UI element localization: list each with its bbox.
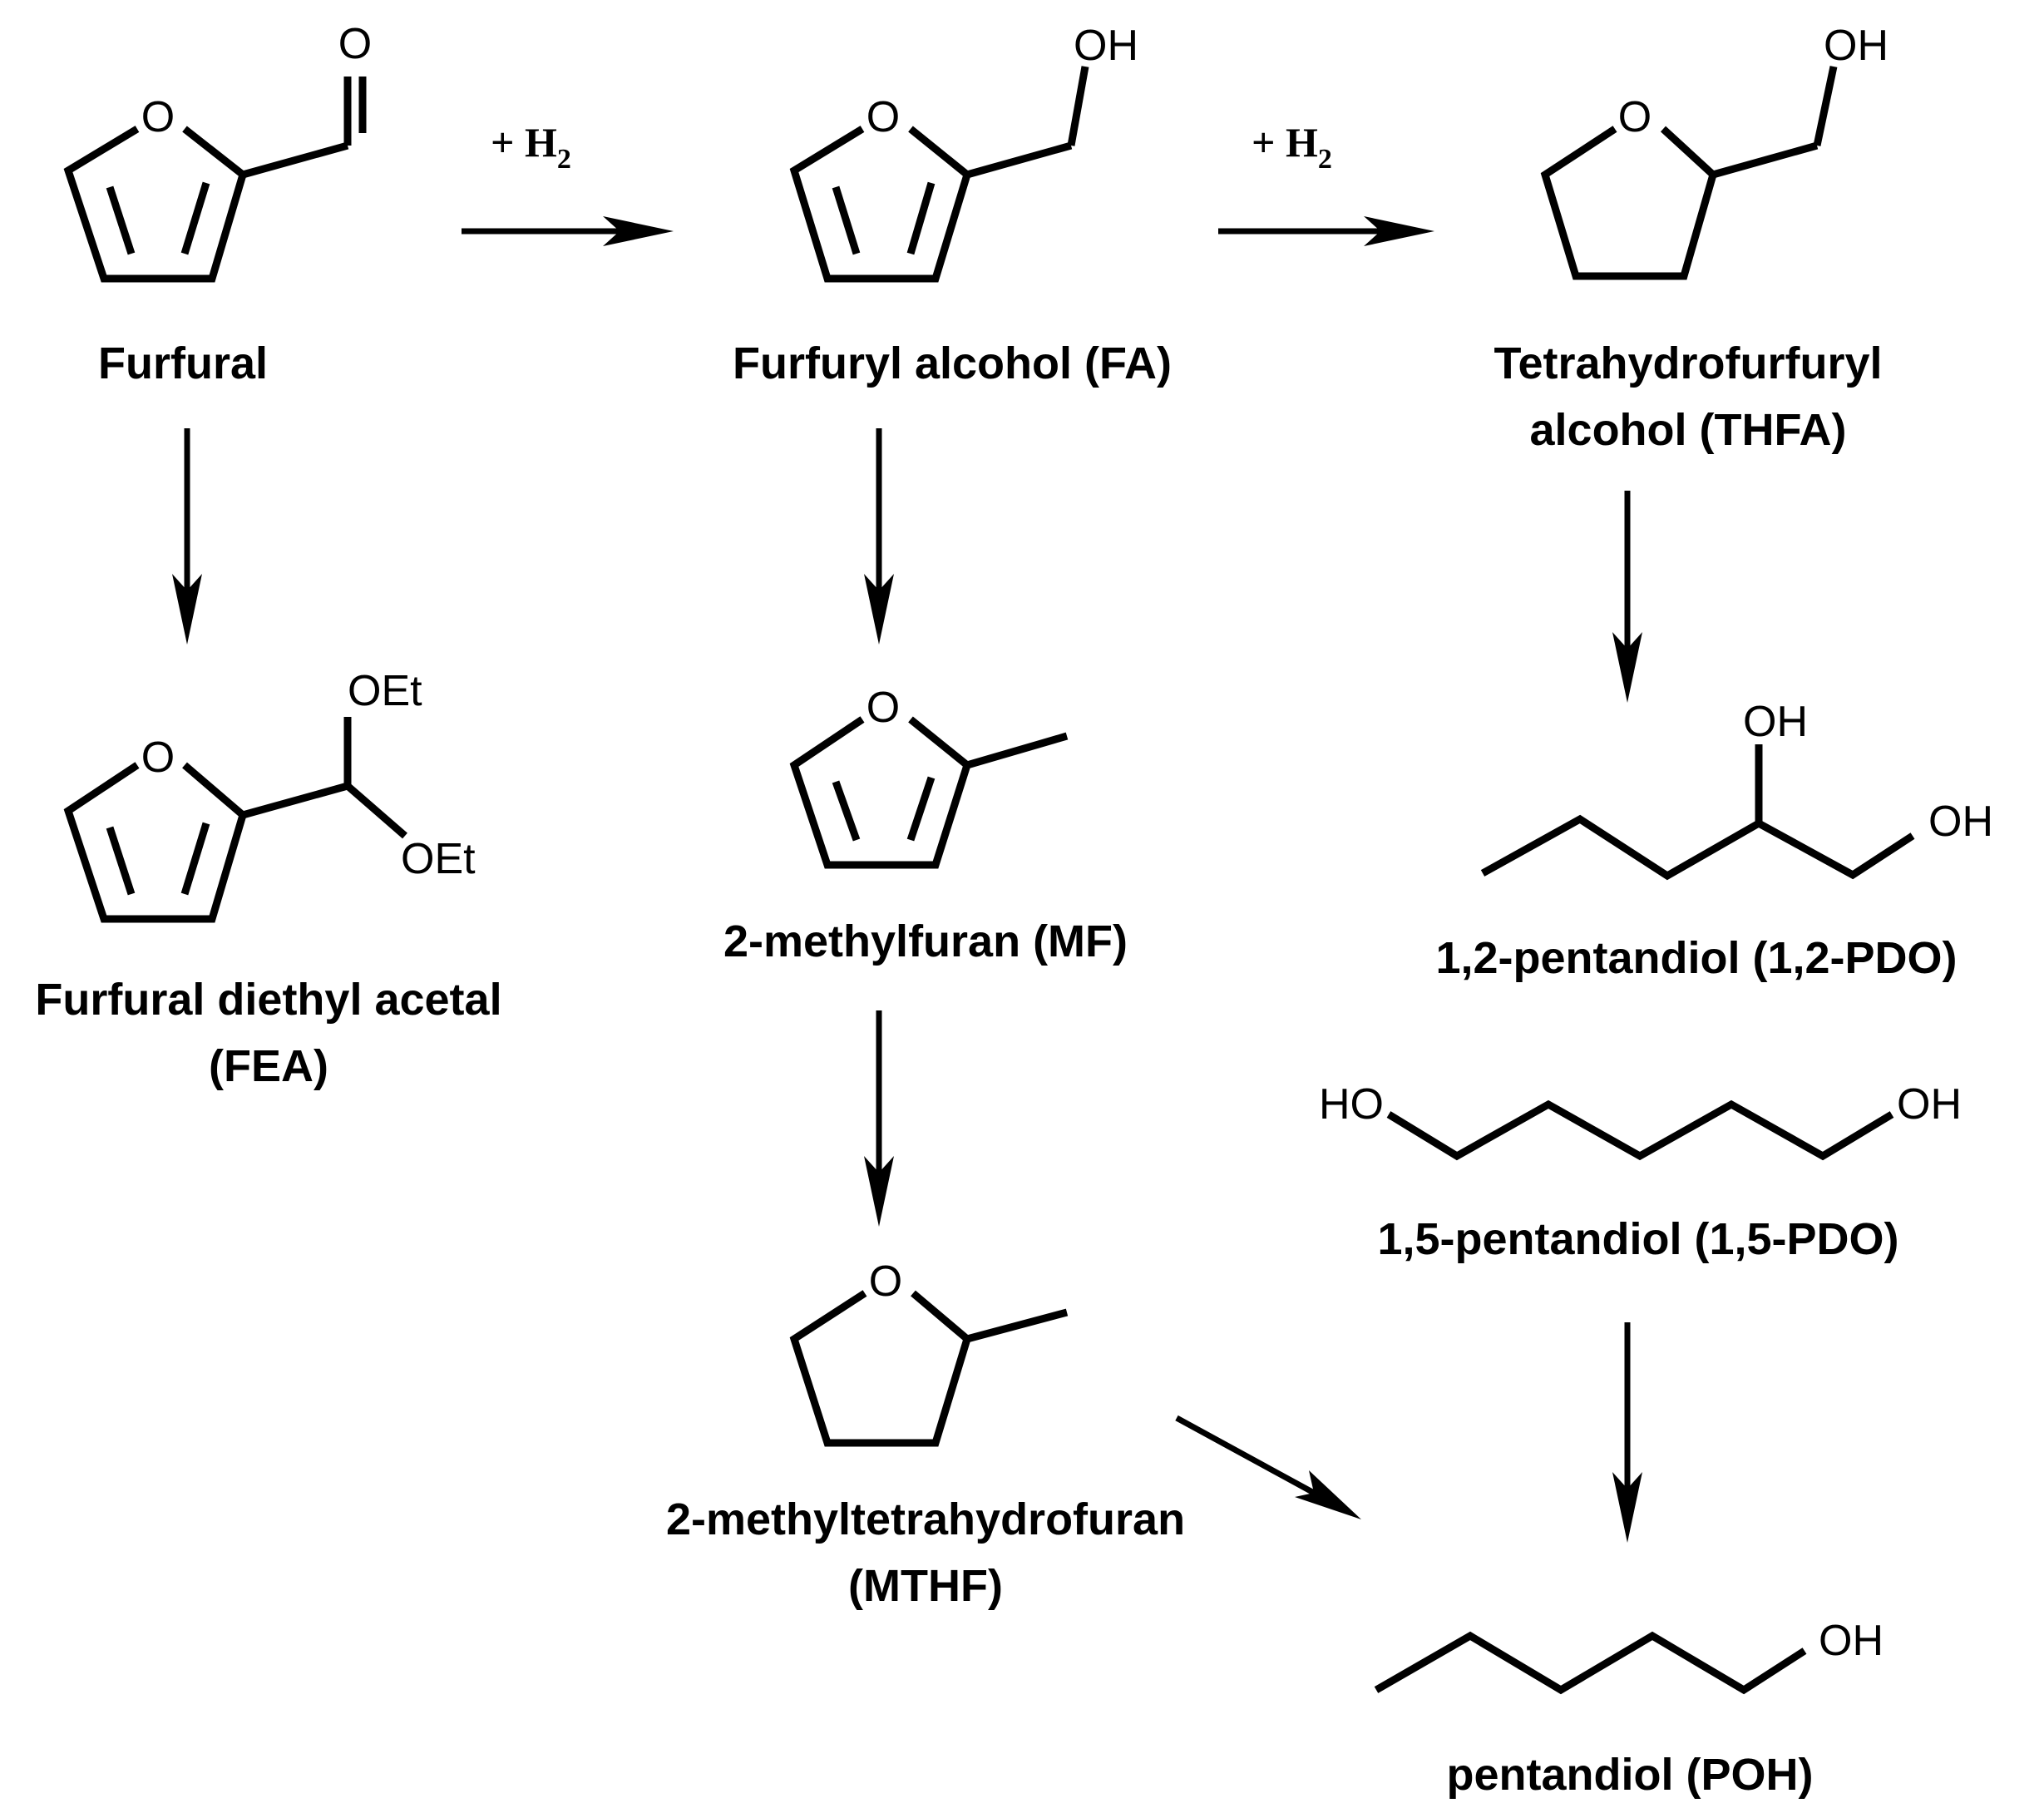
pdo15-structure: HO OH: [1319, 1080, 1962, 1161]
hydroxyl-group-5: OH: [1897, 1080, 1962, 1129]
arrow-pdo15-to-poh: [1612, 1322, 1642, 1543]
hydroxyl-group: OH: [1824, 22, 1888, 70]
thfa-label-line2: alcohol (THFA): [1530, 405, 1847, 455]
fa-label: Furfuryl alcohol (FA): [733, 338, 1172, 388]
ring-oxygen-atom: O: [141, 734, 175, 782]
fea-label-line2: (FEA): [209, 1041, 328, 1091]
furfural-structure: O O: [63, 20, 372, 283]
mthf-label-line1: 2-methyltetrahydrofuran: [666, 1494, 1185, 1544]
mf-structure: O: [789, 684, 1069, 869]
ring-oxygen-atom: O: [141, 93, 175, 141]
fa-structure: O OH: [789, 22, 1138, 283]
h2-condition-2: + H2: [1252, 119, 1332, 175]
carbonyl-oxygen-atom: O: [338, 20, 372, 68]
h2-condition-1: + H2: [491, 119, 571, 175]
ring-oxygen-atom: O: [1618, 93, 1651, 141]
arrow-furfural-to-fa: [462, 216, 674, 246]
arrow-furfural-to-fea: [172, 428, 202, 645]
ring-oxygen-atom: O: [869, 1257, 902, 1306]
ethoxy-group-bottom: OEt: [401, 835, 476, 883]
ethoxy-group-top: OEt: [348, 667, 422, 715]
hydroxyl-group-2: OH: [1743, 698, 1808, 746]
mthf-label-line2: (MTHF): [848, 1561, 1003, 1611]
furfural-label: Furfural: [98, 338, 268, 388]
hydroxyl-group-1: HO: [1319, 1080, 1384, 1129]
hydroxyl-group: OH: [1819, 1617, 1884, 1665]
arrow-fa-to-thfa: [1218, 216, 1434, 246]
arrow-mf-to-mthf: [864, 1010, 894, 1227]
fea-structure: O OEt OEt: [63, 667, 476, 923]
thfa-structure: O OH: [1540, 22, 1888, 280]
thfa-label-line1: Tetrahydrofurfuryl: [1494, 338, 1882, 388]
hydroxyl-group: OH: [1074, 22, 1138, 70]
ring-oxygen-atom: O: [866, 684, 900, 732]
pdo12-structure: OH OH: [1480, 698, 1993, 881]
mf-label: 2-methylfuran (MF): [723, 916, 1128, 966]
ring-oxygen-atom: O: [866, 93, 900, 141]
hydroxyl-group-1: OH: [1928, 798, 1993, 846]
arrow-mthf-to-poh: [1175, 1415, 1361, 1519]
arrow-fa-to-mf: [864, 428, 894, 645]
mthf-structure: O: [789, 1257, 1069, 1447]
fea-label-line1: Furfural diethyl acetal: [35, 975, 501, 1025]
poh-structure: OH: [1374, 1617, 1884, 1695]
pdo12-label: 1,2-pentandiol (1,2-PDO): [1435, 933, 1957, 983]
pdo15-label: 1,5-pentandiol (1,5-PDO): [1377, 1214, 1898, 1264]
poh-label: pentandiol (POH): [1447, 1750, 1814, 1800]
arrow-thfa-to-pdo12: [1612, 491, 1642, 703]
